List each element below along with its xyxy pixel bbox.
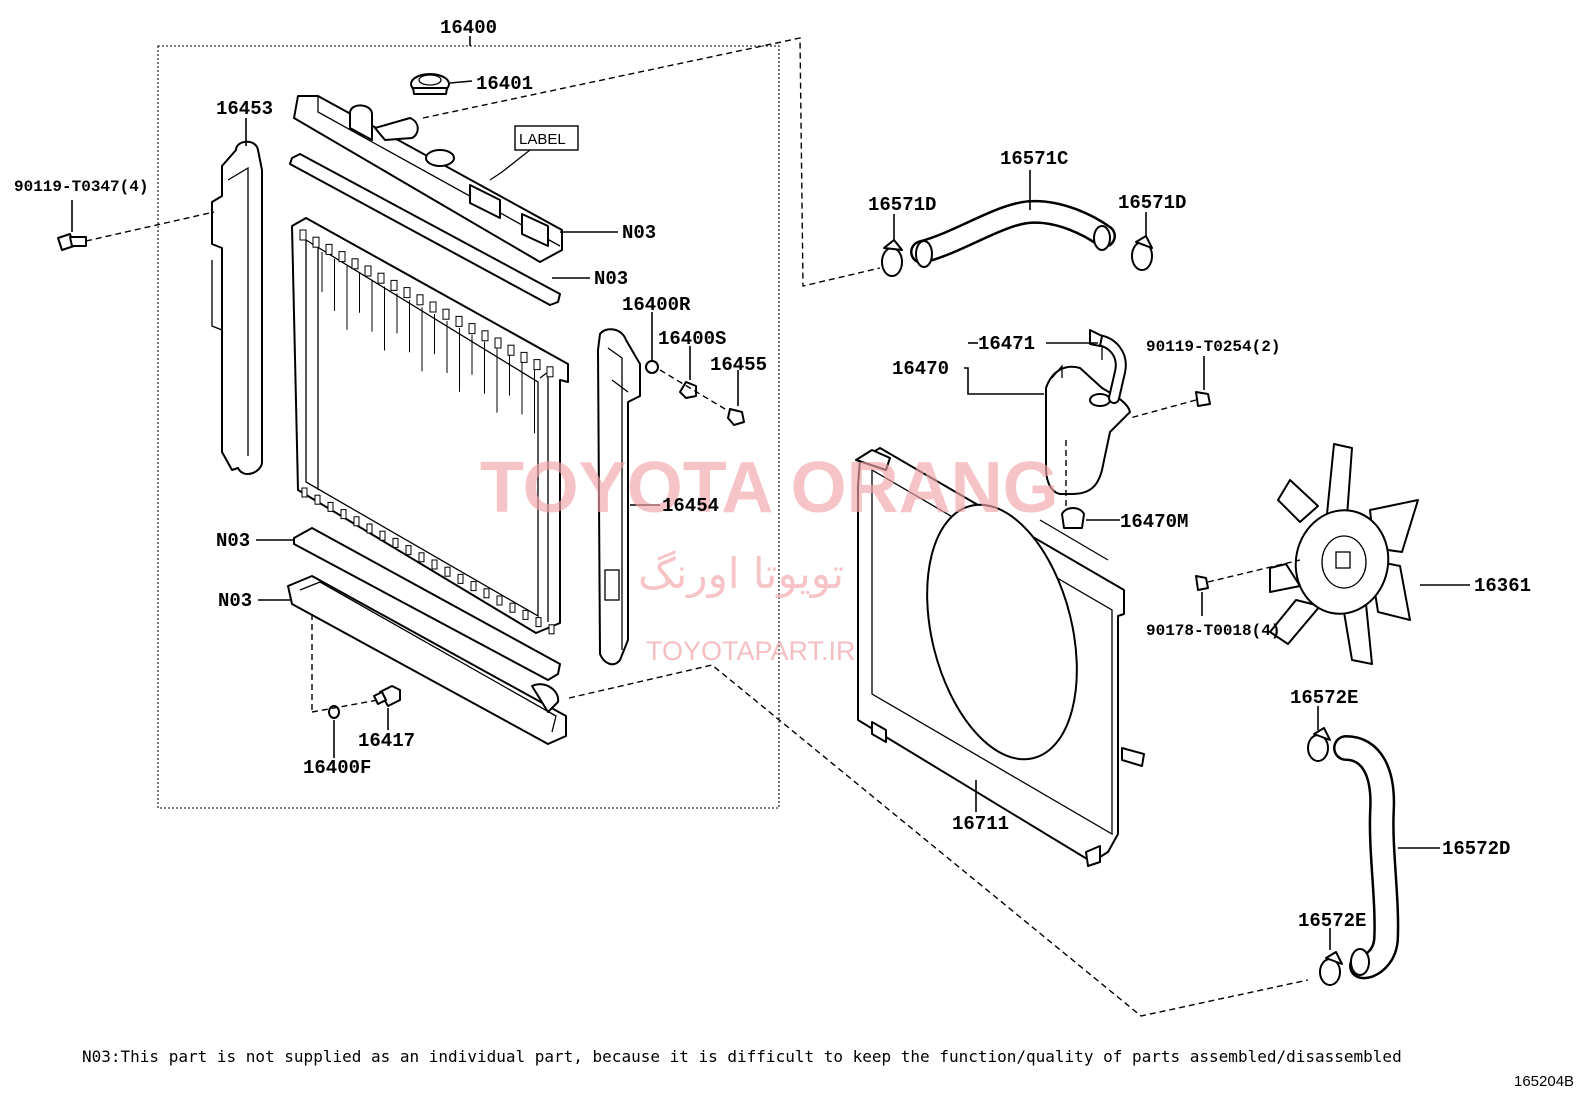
radiator-lower-tank [287, 575, 567, 745]
hose-clamp-16571D-right [1131, 235, 1153, 271]
callout-16572E-bottom: 16572E [1298, 910, 1366, 932]
callout-16455: 16455 [710, 354, 767, 376]
assembly-link-line-top [422, 37, 881, 287]
bolt-90119-T0254 [1195, 391, 1211, 407]
watermark-site: TOYOTAPART.IR [646, 636, 856, 666]
callout-16454: 16454 [662, 495, 719, 517]
core-fins [299, 229, 555, 635]
label-tag-box [514, 125, 579, 151]
callout-n03-bottom-a: N03 [216, 530, 250, 552]
clip-16400R [645, 360, 659, 374]
bolt-90119-T0347 [57, 233, 87, 251]
callout-16470: 16470 [892, 358, 949, 380]
callout-n03-top-a: N03 [622, 222, 656, 244]
callout-16400R: 16400R [622, 294, 691, 316]
side-support-16453 [211, 140, 263, 476]
figure-code: 165204B [1514, 1073, 1574, 1090]
fan-shroud-16711 [855, 447, 1145, 867]
callout-bolt-90119-T0254: 90119-T0254(2) [1146, 338, 1280, 356]
side-support-16454 [597, 328, 641, 666]
label-tag-text: LABEL [519, 131, 566, 148]
radiator-assembly-frame [157, 45, 780, 809]
lower-tank-gasket [293, 527, 561, 681]
callout-16417: 16417 [358, 730, 415, 752]
callout-nut-90178-T0018: 90178-T0018(4) [1146, 622, 1280, 640]
callout-16471: 16471 [978, 333, 1035, 355]
watermark-brand-persian: تویوتا اورنگ [638, 549, 844, 598]
callout-16401: 16401 [476, 73, 533, 95]
radiator-core [291, 217, 569, 634]
upper-tank-gasket [289, 153, 561, 306]
radiator-upper-tank [293, 95, 563, 263]
callout-bolt-90119-T0347: 90119-T0347(4) [14, 178, 148, 196]
callout-n03-bottom-b: N03 [218, 590, 252, 612]
callout-16361: 16361 [1474, 575, 1531, 597]
hose-clamp-16572E-top [1307, 727, 1331, 762]
radiator-cap-16401 [410, 73, 450, 95]
callout-16711: 16711 [952, 813, 1009, 835]
nut-90178-T0018 [1195, 575, 1209, 591]
cooling-fan-16361 [1269, 443, 1419, 665]
callout-16453: 16453 [216, 98, 273, 120]
callout-16572D: 16572D [1442, 838, 1510, 860]
bolt-16455 [727, 408, 745, 426]
reserve-tank-hose-16471 [1089, 329, 1127, 404]
radiator-hose-16571C [910, 199, 1116, 268]
callout-16571D-right: 16571D [1118, 192, 1186, 214]
callout-16572E-top: 16572E [1290, 687, 1358, 709]
hose-clamp-16572E-bottom [1319, 951, 1343, 986]
watermark-brand: TOYOTA ORANG [480, 448, 1059, 528]
nut-16400S [679, 381, 697, 399]
callout-16400F: 16400F [303, 757, 371, 779]
callout-16571C: 16571C [1000, 148, 1068, 170]
callout-16400: 16400 [440, 17, 497, 39]
leader-16470 [964, 367, 1044, 395]
callout-16571D-left: 16571D [868, 194, 936, 216]
footnote-n03: N03:This part is not supplied as an indi… [82, 1047, 1402, 1066]
hose-clamp-16571D-left [881, 239, 903, 277]
assembly-link-line-bottom [568, 664, 1309, 1017]
o-ring-16400F [328, 705, 340, 719]
callout-n03-top-b: N03 [594, 268, 628, 290]
radiator-hose-16572D [1333, 735, 1400, 980]
drain-cock-16417 [373, 685, 401, 707]
callout-16400S: 16400S [658, 328, 726, 350]
label-tag-leader [489, 149, 531, 181]
callout-16470M: 16470M [1120, 511, 1188, 533]
grommet-16470M [1061, 507, 1085, 529]
